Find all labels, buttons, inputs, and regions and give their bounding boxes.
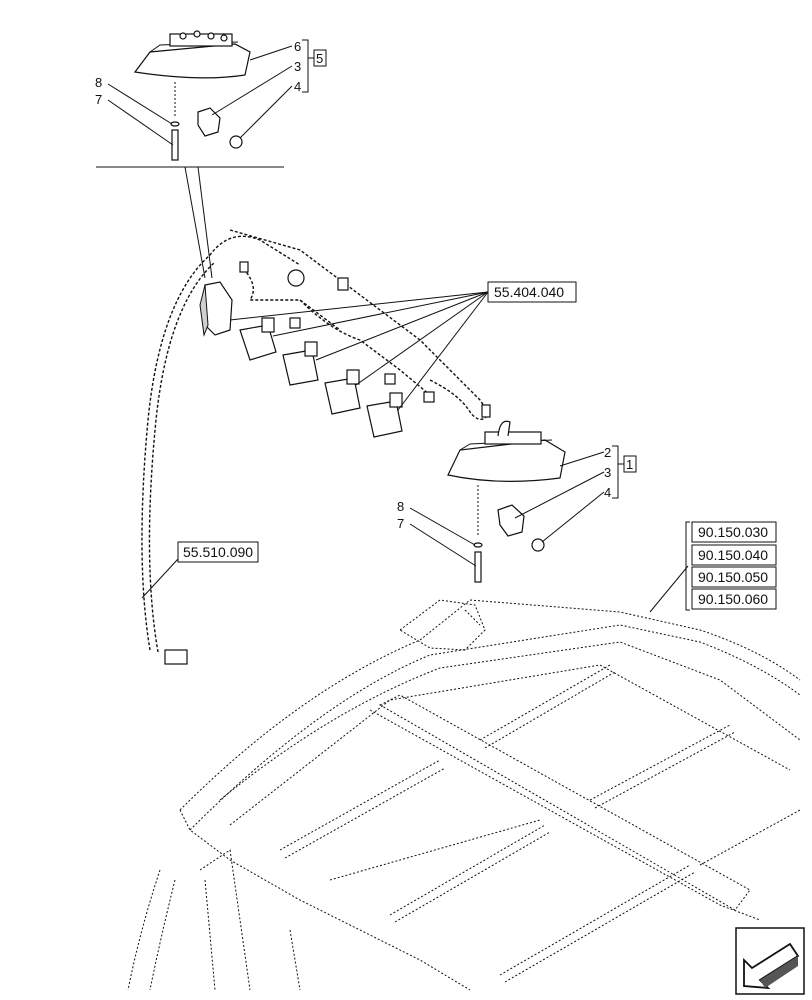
work-light-1	[239, 317, 277, 361]
work-light-4	[366, 392, 403, 438]
work-light-3	[324, 369, 361, 415]
middle-callout-lines	[409, 445, 624, 567]
ref-box-55-510-090[interactable]	[177, 541, 259, 563]
ref-90-150-050[interactable]: 90.150.050	[698, 569, 768, 585]
callout-3: 3	[294, 59, 301, 74]
middle-lamp-assembly	[447, 420, 566, 583]
callout-4-mid: 4	[604, 485, 611, 500]
group-1-box	[623, 455, 637, 473]
ref-box-90-150-030[interactable]	[691, 521, 777, 543]
ref-90-150-030[interactable]: 90.150.030	[698, 524, 768, 540]
harness-lights-leaders	[229, 291, 489, 411]
roof-bracket	[685, 521, 690, 611]
callout-6: 6	[294, 39, 301, 54]
callout-2: 2	[604, 445, 611, 460]
ref-55-510-090[interactable]: 55.510.090	[183, 544, 253, 560]
top-lamp-assembly	[133, 30, 251, 161]
ref-box-55-404-040[interactable]	[487, 281, 577, 303]
callout-8: 8	[95, 75, 102, 90]
callout-8-mid: 8	[397, 499, 404, 514]
arrow-back-icon[interactable]	[735, 927, 805, 995]
callout-4: 4	[294, 79, 301, 94]
wiring-harness	[141, 229, 491, 665]
side-lamp	[199, 281, 233, 337]
group-5-label: 5	[316, 51, 323, 66]
callout-7-mid: 7	[397, 516, 404, 531]
ref-box-90-150-050[interactable]	[691, 566, 777, 588]
roof-leader	[649, 565, 689, 613]
ref-box-90-150-040[interactable]	[691, 544, 777, 566]
callout-7: 7	[95, 92, 102, 107]
harness-cab-leader	[141, 558, 179, 599]
callout-3-mid: 3	[604, 465, 611, 480]
ref-55-404-040[interactable]: 55.404.040	[494, 284, 564, 300]
ref-90-150-040[interactable]: 90.150.040	[698, 547, 768, 563]
pointer-line-left	[184, 166, 206, 279]
cab-roof	[127, 599, 801, 991]
ref-box-90-150-060[interactable]	[691, 588, 777, 610]
ref-90-150-060[interactable]: 90.150.060	[698, 591, 768, 607]
group-5-box	[313, 49, 327, 67]
pointer-line-right	[197, 166, 213, 279]
group-1-label: 1	[626, 457, 633, 472]
top-callout-lines	[107, 39, 314, 146]
work-light-2	[282, 341, 319, 386]
